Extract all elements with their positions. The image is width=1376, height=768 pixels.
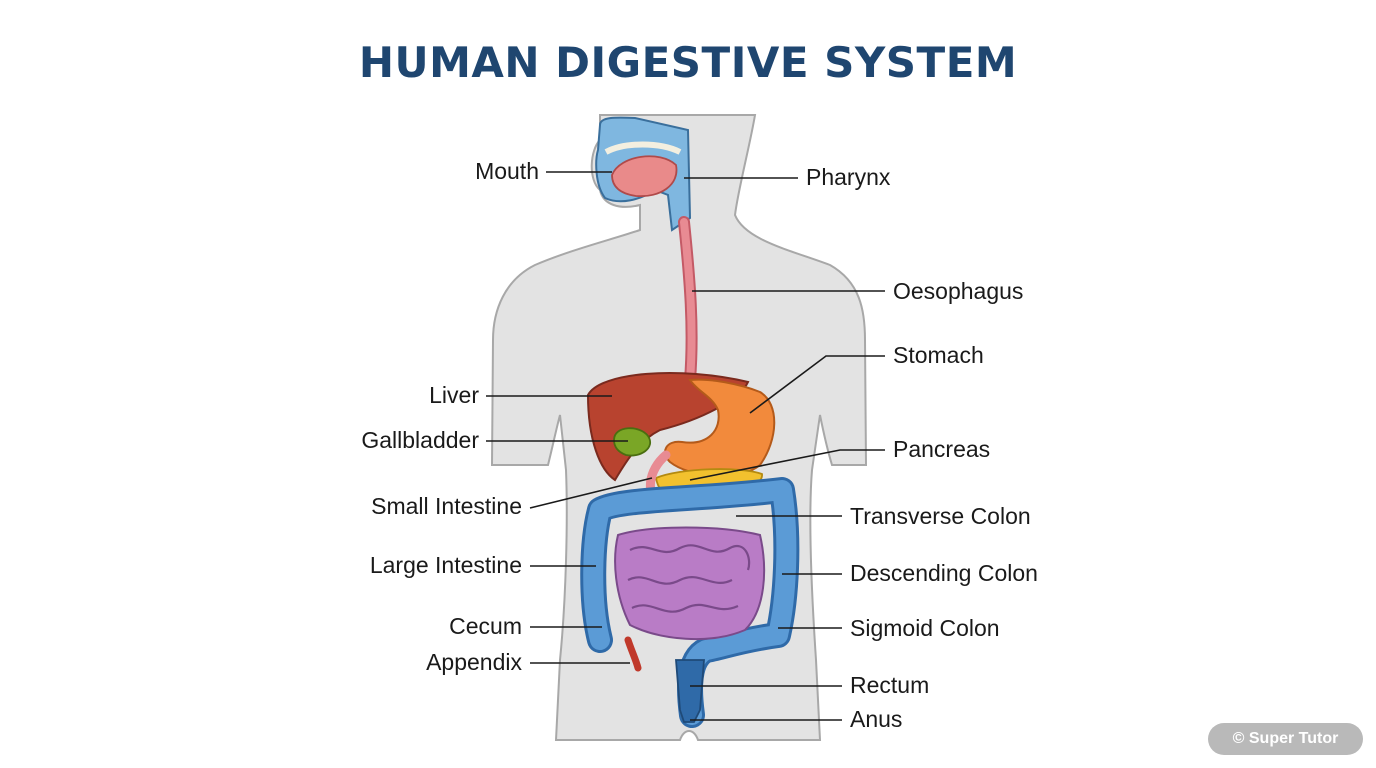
diagram-title: HUMAN DIGESTIVE SYSTEM xyxy=(358,38,1018,87)
label-pharynx: Pharynx xyxy=(806,164,891,190)
oesophagus-tube-inner xyxy=(680,218,696,384)
rectum-organ xyxy=(675,659,705,723)
watermark-badge: © Super Tutor xyxy=(1208,723,1363,755)
small-intestine-coils xyxy=(627,544,751,613)
appendix-organ xyxy=(624,636,642,672)
label-anus: Anus xyxy=(850,706,902,732)
label-pancreas: Pancreas xyxy=(893,436,990,462)
label-large-intestine: Large Intestine xyxy=(370,552,522,578)
label-oesophagus: Oesophagus xyxy=(893,278,1023,304)
label-appendix: Appendix xyxy=(426,649,522,675)
leader-lines xyxy=(486,171,885,721)
large-intestine-highlight xyxy=(583,480,797,725)
label-descending-colon: Descending Colon xyxy=(850,560,1038,586)
palate-teeth xyxy=(604,141,682,155)
label-rectum: Rectum xyxy=(850,672,929,698)
tongue xyxy=(611,155,678,198)
label-liver: Liver xyxy=(429,382,479,408)
label-transverse-colon: Transverse Colon xyxy=(850,503,1031,529)
small-intestine-organ xyxy=(614,526,766,641)
label-mouth: Mouth xyxy=(475,158,539,184)
label-small-intestine: Small Intestine xyxy=(371,493,522,519)
label-cecum: Cecum xyxy=(449,613,522,639)
label-gallbladder: Gallbladder xyxy=(361,427,479,453)
gallbladder-organ xyxy=(613,427,651,457)
label-sigmoid-colon: Sigmoid Colon xyxy=(850,615,1000,641)
label-stomach: Stomach xyxy=(893,342,984,368)
stomach-organ xyxy=(664,378,776,478)
